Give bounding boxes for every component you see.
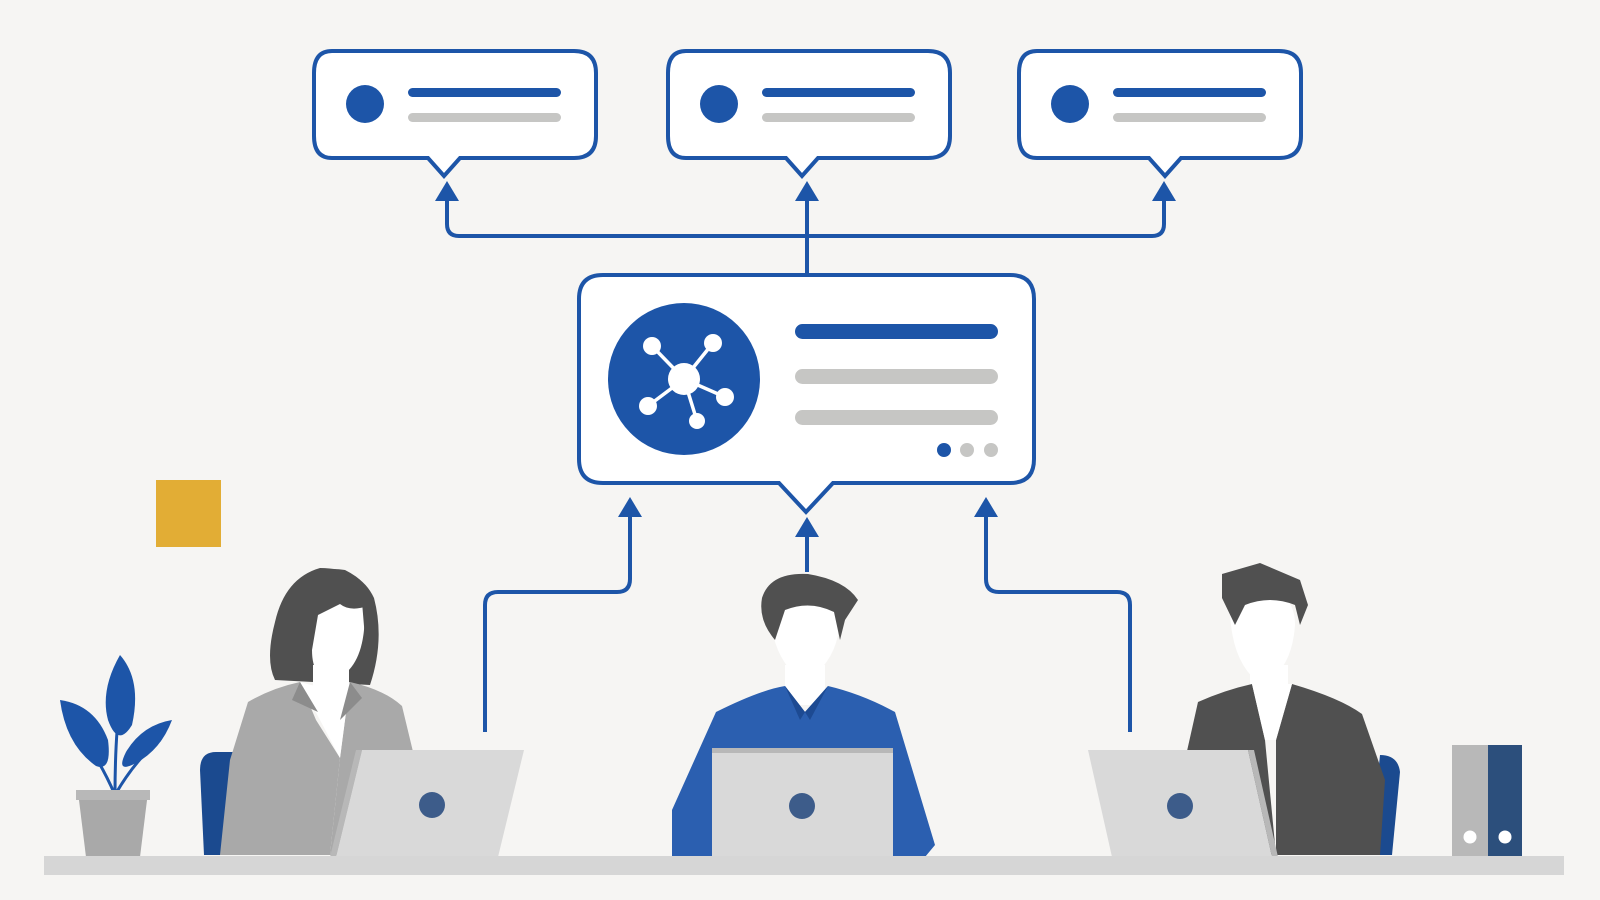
- sticky-note: [156, 480, 221, 547]
- input-connectors: [483, 516, 1132, 732]
- binder-folders-icon: [1452, 745, 1522, 857]
- laptop-logo-dot-icon: [419, 792, 445, 818]
- arrowhead-to-output-right: [1152, 181, 1176, 201]
- pagination-dot: [960, 443, 974, 457]
- arrowhead-to-output-center: [795, 181, 819, 201]
- potted-plant-icon: [60, 655, 172, 857]
- pagination-dot-active: [937, 443, 951, 457]
- output-card-left-title-line: [408, 88, 561, 97]
- output-card-right-subtitle-line: [1113, 113, 1266, 122]
- output-card-left-subtitle-line: [408, 113, 561, 122]
- arrowhead-from-center-person: [795, 517, 819, 537]
- distribution-connectors: [445, 200, 1166, 273]
- hair-right: [1222, 563, 1308, 625]
- hub-text-line-1: [795, 369, 998, 384]
- laptop-center: [712, 748, 893, 857]
- network-hub-icon: [608, 303, 760, 455]
- hub-pagination-dots: [937, 443, 998, 457]
- desk-surface: [44, 856, 1564, 875]
- pagination-dot: [984, 443, 998, 457]
- output-card-center-title-line: [762, 88, 915, 97]
- output-card-center-avatar-dot: [700, 85, 738, 123]
- output-card-right-avatar-dot: [1051, 85, 1089, 123]
- output-card-left-avatar-dot: [346, 85, 384, 123]
- laptop-left: [330, 750, 524, 857]
- laptop-right: [1088, 750, 1278, 857]
- hub-title-line: [795, 324, 998, 339]
- arrowhead-to-output-left: [435, 181, 459, 201]
- laptop-logo-dot-icon: [1167, 793, 1193, 819]
- output-card-right-title-line: [1113, 88, 1266, 97]
- output-card-center-subtitle-line: [762, 113, 915, 122]
- hair-front-left: [289, 568, 370, 668]
- arrowhead-from-left-person: [618, 497, 642, 517]
- hub-text-line-2: [795, 410, 998, 425]
- input-arrowheads: [618, 497, 998, 537]
- arrowhead-from-right-person: [974, 497, 998, 517]
- blazer-left: [220, 682, 340, 855]
- laptop-logo-dot-icon: [789, 793, 815, 819]
- distribution-arrowheads: [435, 181, 1176, 201]
- hair-center: [761, 573, 858, 640]
